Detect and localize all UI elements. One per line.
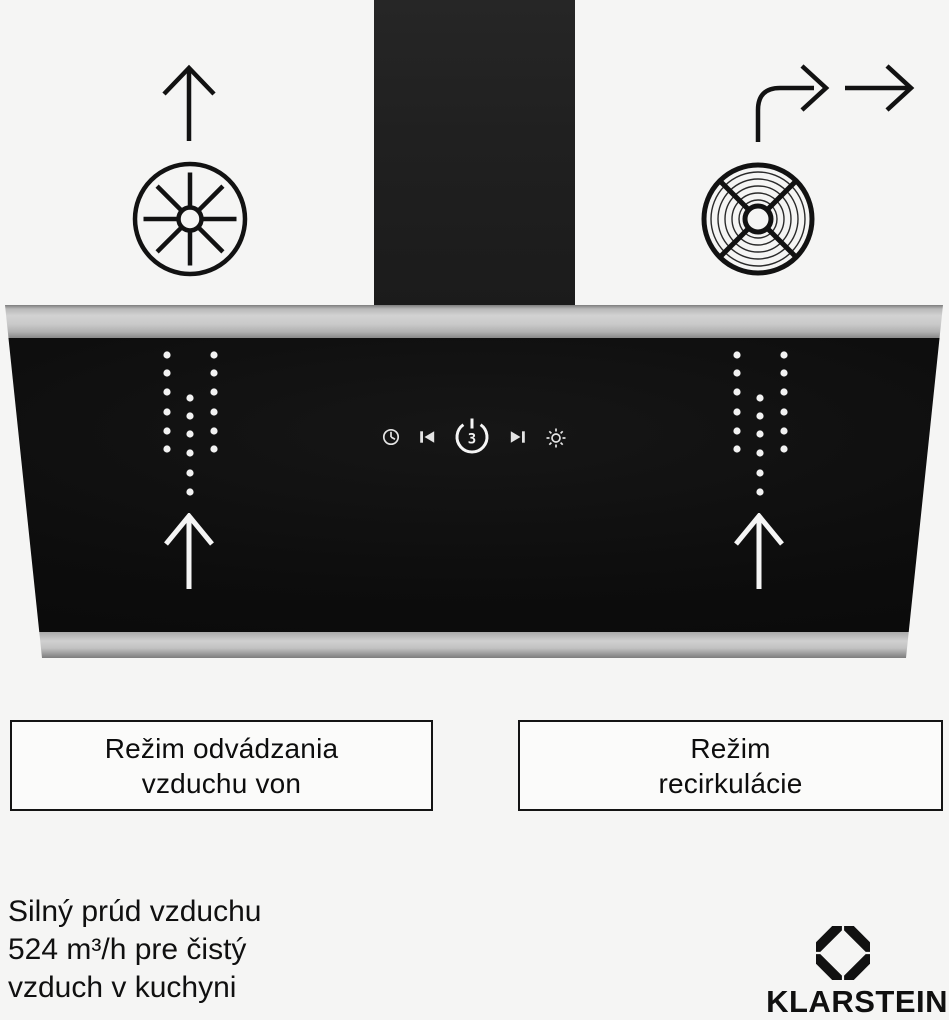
tagline-line1: Silný prúd vzduchu (8, 895, 262, 928)
klarstein-logo-text: KLARSTEIN (766, 984, 948, 1019)
chimney-duct (374, 0, 575, 307)
tagline-line2: 524 m³/h pre čistý (8, 933, 247, 966)
recirculation-mode-label-box: Režim recirkulácie (518, 720, 943, 811)
hood-brand-label: KLARSTEIN (440, 900, 508, 910)
recirculation-mode-label-line1: Režim (690, 732, 771, 764)
exhaust-mode-label-box: Režim odvádzania vzduchu von (10, 720, 433, 811)
tagline-line3: vzduch v kuchyni (8, 971, 237, 1004)
exhaust-mode-label-line2: vzduchu von (141, 767, 302, 799)
speed-up-icon (510, 431, 525, 443)
steel-trim-top (5, 305, 943, 338)
exhaust-mode-label-line1: Režim odvádzania (104, 732, 339, 764)
suction-arrow-left-icon (164, 513, 214, 589)
timer-icon (382, 428, 400, 446)
recirculation-arrows-icon (755, 64, 915, 142)
steel-trim-bottom (5, 632, 943, 658)
speed-down-icon (420, 431, 435, 443)
recirculation-mode-label-line2: recirkulácie (658, 767, 803, 799)
airflow-dots-left (163, 351, 218, 496)
filter-wheel-icon (701, 162, 815, 276)
cooker-hood: 3 KLARSTEIN (5, 305, 943, 658)
klarstein-logo-icon (816, 926, 870, 980)
power-button-icon: 3 (455, 418, 489, 454)
airflow-dots-right (733, 351, 788, 496)
glass-front-panel (5, 338, 943, 632)
light-icon (546, 428, 566, 448)
suction-arrow-right-icon (734, 513, 784, 589)
fan-wheel-icon (132, 161, 248, 277)
exhaust-up-arrow-icon (162, 64, 216, 141)
tagline: Silný prúd vzduchu 524 m³/h pre čistý vz… (8, 893, 261, 1007)
power-level: 3 (468, 432, 476, 448)
touch-controls: 3 (382, 418, 566, 454)
